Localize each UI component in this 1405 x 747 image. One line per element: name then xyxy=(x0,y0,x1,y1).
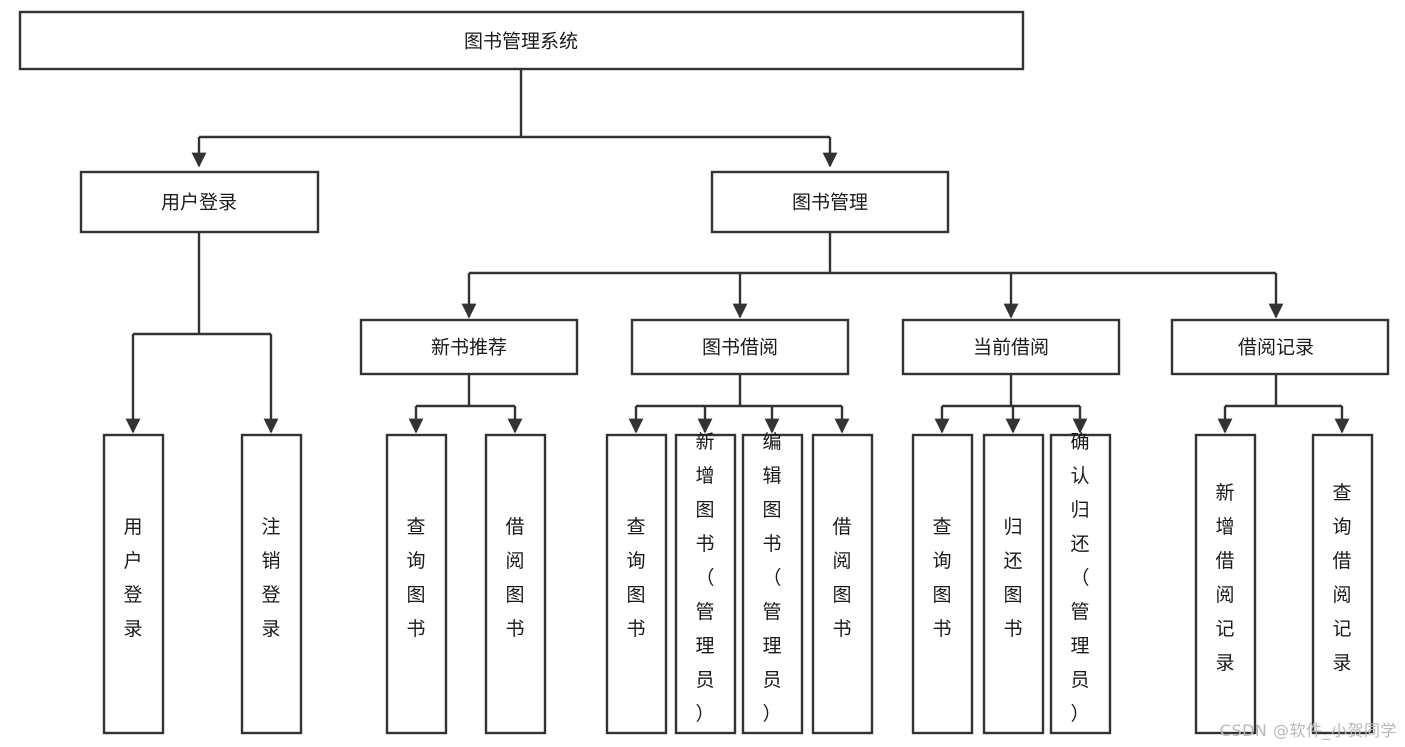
leaf-user-login-1-label: 注销登录 xyxy=(261,516,280,640)
node-current-borrow[interactable]: 当前借阅 xyxy=(901,318,1121,376)
node-user-login-label: 用户登录 xyxy=(161,192,237,214)
leaf-book-borrow-1[interactable]: 新增图书（管理员） xyxy=(674,431,737,735)
node-book-borrow-label: 图书借阅 xyxy=(702,337,778,359)
leaf-user-login-0[interactable]: 用户登录 xyxy=(102,433,165,735)
node-root-label: 图书管理系统 xyxy=(464,31,578,53)
node-current-borrow-label: 当前借阅 xyxy=(973,337,1049,359)
leaf-borrow-record-0-label: 新增借阅记录 xyxy=(1215,482,1234,674)
leaf-book-borrow-1-label: 新增图书（管理员） xyxy=(695,431,714,725)
leaf-borrow-record-0[interactable]: 新增借阅记录 xyxy=(1194,433,1257,735)
node-book-borrow[interactable]: 图书借阅 xyxy=(630,318,850,376)
node-book-management-label: 图书管理 xyxy=(792,192,868,214)
leaf-book-borrow-0[interactable]: 查询图书 xyxy=(605,433,668,735)
node-user-login[interactable]: 用户登录 xyxy=(79,170,320,234)
leaf-current-borrow-1-label: 归还图书 xyxy=(1003,516,1022,640)
leaf-current-borrow-0[interactable]: 查询图书 xyxy=(911,433,974,735)
leaf-current-borrow-2[interactable]: 确认归还（管理员） xyxy=(1049,431,1112,735)
node-borrow-record-label: 借阅记录 xyxy=(1238,337,1314,359)
leaf-book-borrow-3-label: 借阅图书 xyxy=(832,516,851,640)
leaf-book-borrow-3[interactable]: 借阅图书 xyxy=(811,433,874,735)
node-root-system[interactable]: 图书管理系统 xyxy=(18,10,1025,71)
leaf-current-borrow-2-label: 确认归还（管理员） xyxy=(1070,431,1089,725)
leaf-user-login-0-label: 用户登录 xyxy=(123,516,142,640)
leaf-current-borrow-1[interactable]: 归还图书 xyxy=(982,433,1045,735)
leaf-new-book-1-label: 借阅图书 xyxy=(505,516,524,640)
leaf-user-login-1[interactable]: 注销登录 xyxy=(240,433,303,735)
leaf-current-borrow-0-label: 查询图书 xyxy=(932,516,951,640)
leaf-borrow-record-1-label: 查询借阅记录 xyxy=(1332,482,1351,674)
leaf-new-book-0[interactable]: 查询图书 xyxy=(385,433,448,735)
connectors xyxy=(125,69,1350,434)
leaf-book-borrow-2[interactable]: 编辑图书（管理员） xyxy=(741,431,804,735)
leaf-book-borrow-0-label: 查询图书 xyxy=(626,516,645,640)
node-new-book-recommend-label: 新书推荐 xyxy=(431,337,507,359)
leaf-new-book-0-label: 查询图书 xyxy=(406,516,425,640)
leaf-new-book-1[interactable]: 借阅图书 xyxy=(484,433,547,735)
node-book-management[interactable]: 图书管理 xyxy=(710,170,950,234)
leaf-book-borrow-2-label: 编辑图书（管理员） xyxy=(762,431,781,725)
leaf-borrow-record-1[interactable]: 查询借阅记录 xyxy=(1311,433,1374,735)
node-borrow-record[interactable]: 借阅记录 xyxy=(1170,318,1390,376)
node-new-book-recommend[interactable]: 新书推荐 xyxy=(359,318,579,376)
